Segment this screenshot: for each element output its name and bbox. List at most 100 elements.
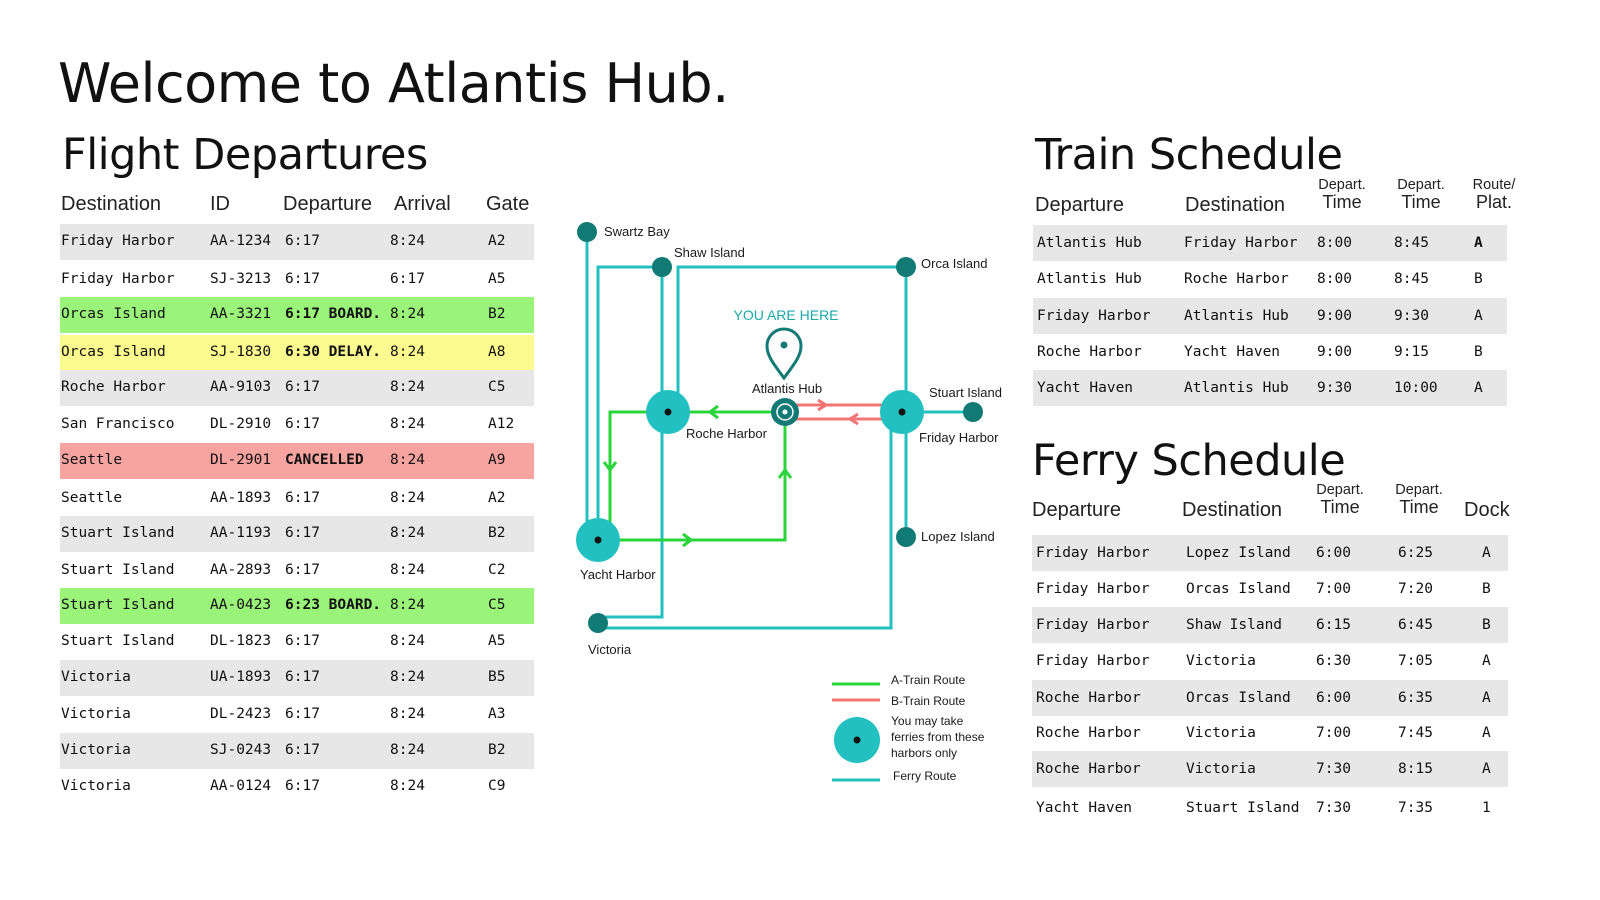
- a-train-route: [598, 404, 793, 548]
- flight-gate: C5: [488, 597, 506, 613]
- label-orca-island: Orca Island: [921, 256, 987, 271]
- flight-departure: 6:17: [285, 379, 320, 395]
- ferry-schedule-title: Ferry Schedule: [1032, 436, 1346, 486]
- ferry-destination: Shaw Island: [1186, 617, 1283, 633]
- ferry-arrive-time: 7:05: [1398, 653, 1433, 669]
- station-orca-island[interactable]: [896, 257, 916, 277]
- flight-arrival: 8:24: [390, 706, 425, 722]
- train-arrive-time: 10:00: [1394, 380, 1438, 396]
- station-stuart-island[interactable]: [963, 402, 983, 422]
- flight-id: DL-1823: [210, 633, 272, 649]
- train-destination: Atlantis Hub: [1184, 380, 1289, 396]
- station-swartz-bay[interactable]: [577, 222, 597, 242]
- station-atlantis-hub-ring: [776, 403, 794, 421]
- station-yacht-harbor-dot: [594, 536, 602, 544]
- you-are-here-label: YOU ARE HERE: [733, 307, 838, 323]
- flight-id: SJ-1830: [210, 344, 272, 360]
- ferry-depart-time: 6:30: [1316, 653, 1351, 669]
- ferry-departure: Roche Harbor: [1036, 690, 1141, 706]
- ferry-dock: 1: [1482, 800, 1491, 816]
- ferry-header-destination: Destination: [1182, 499, 1283, 521]
- train-departure: Roche Harbor: [1037, 344, 1142, 360]
- flight-gate: A8: [488, 344, 506, 360]
- train-departure: Yacht Haven: [1037, 380, 1134, 396]
- flight-header-destination: Destination: [61, 193, 162, 215]
- flight-departures-title: Flight Departures: [62, 130, 428, 180]
- legend-b-train-label: B-Train Route: [891, 694, 966, 708]
- station-shaw-island[interactable]: [652, 257, 672, 277]
- flight-departure: 6:30 DELAY.: [285, 344, 382, 360]
- location-pin-icon: [765, 327, 803, 381]
- ferry-route-shaw-island: [596, 265, 662, 530]
- label-victoria: Victoria: [588, 642, 632, 657]
- ferry-arrive-time: 6:35: [1398, 690, 1433, 706]
- label-atlantis-hub: Atlantis Hub: [752, 381, 822, 396]
- train-arrive-time: 8:45: [1394, 271, 1429, 287]
- flight-departure: 6:17: [285, 490, 320, 506]
- ferry-route-victoria-friday: [596, 430, 893, 630]
- flight-arrival: 8:24: [390, 669, 425, 685]
- ferry-dock: A: [1482, 761, 1491, 777]
- ferry-departure: Yacht Haven: [1036, 800, 1133, 816]
- label-yacht-harbor: Yacht Harbor: [580, 567, 656, 582]
- flight-header-gate: Gate: [486, 193, 530, 215]
- flight-id: AA-1193: [210, 525, 272, 541]
- ferry-departure: Friday Harbor: [1036, 653, 1150, 669]
- flight-gate: A2: [488, 490, 506, 506]
- flight-arrival: 8:24: [390, 778, 425, 794]
- station-victoria[interactable]: [588, 613, 608, 633]
- flight-departure: 6:17: [285, 233, 320, 249]
- ferry-destination: Orcas Island: [1186, 690, 1291, 706]
- ferry-routes: [585, 232, 973, 630]
- flight-destination: Friday Harbor: [61, 233, 175, 249]
- train-header-destination: Destination: [1185, 194, 1286, 216]
- flight-destination: Victoria: [61, 706, 131, 722]
- flight-arrival: 8:24: [390, 379, 425, 395]
- ferry-header-depart-time: Depart.Time: [1316, 482, 1364, 517]
- flight-destination: Stuart Island: [61, 633, 175, 649]
- flight-header-arrival: Arrival: [394, 193, 451, 215]
- a-train-line-south: [598, 412, 787, 542]
- label-friday-harbor: Friday Harbor: [919, 430, 999, 445]
- flight-gate: C5: [488, 379, 506, 395]
- train-route: B: [1474, 271, 1483, 287]
- ferry-header-departure: Departure: [1032, 499, 1121, 521]
- train-destination: Atlantis Hub: [1184, 308, 1289, 324]
- flight-id: AA-3321: [210, 306, 272, 322]
- ferry-destination: Victoria: [1186, 761, 1256, 777]
- flight-id: AA-0423: [210, 597, 272, 613]
- station-lopez-island[interactable]: [896, 527, 916, 547]
- ferry-destination: Victoria: [1186, 653, 1256, 669]
- ferry-dock: B: [1482, 617, 1491, 633]
- flight-id: SJ-0243: [210, 742, 272, 758]
